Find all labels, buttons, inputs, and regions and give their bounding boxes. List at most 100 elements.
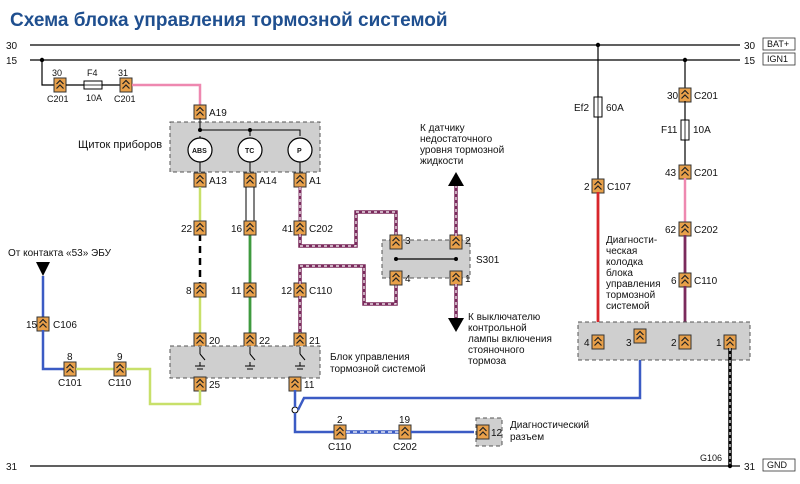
dlc-pin-2-label: 2 [671, 338, 677, 349]
cluster-pin2 [243, 172, 257, 188]
rail-bat-left-label: 30 [6, 41, 18, 52]
ground-label: G106 [700, 453, 722, 463]
diag-conn-pin-label: 12 [491, 428, 503, 439]
chain-pin-41-label: 41 [282, 224, 294, 235]
module-label-line2: тормозной системой [330, 364, 426, 375]
brake-lamp-label: P [297, 148, 302, 155]
cluster-pin-top-label: A19 [209, 108, 227, 119]
ecu-pin-15-label: 15 [26, 320, 38, 331]
dlc-label-line5: управления [606, 279, 661, 290]
diag-label-line1: Диагностический [510, 420, 589, 431]
f11-pin-30 [678, 87, 692, 103]
splice-name: S301 [476, 255, 500, 266]
f11-pin-6 [678, 272, 692, 288]
ecu-c106-label: C106 [53, 320, 77, 331]
ign-tag: IGN1 [767, 54, 788, 64]
rail-bat-right-label: 30 [744, 41, 756, 52]
diag-pin-2-label: 2 [337, 415, 343, 426]
chain-pin-16-label: 16 [231, 224, 243, 235]
switch-note-line3: лампы включения [468, 334, 552, 345]
wire-purple-lower [298, 264, 398, 306]
ecu-pin-9-label: 9 [117, 352, 123, 363]
splice-pin-2-label: 2 [465, 236, 471, 247]
ef2-pin-2-label: 2 [584, 182, 590, 193]
sensor-note-line4: жидкости [420, 156, 463, 167]
switch-note-line1: К выключателю [468, 312, 541, 323]
cluster-pin1-label: A13 [209, 176, 227, 187]
dlc-label-line6: тормозной [606, 290, 655, 301]
f11-pin-6-label: 6 [671, 276, 677, 287]
f4-conn-left-label: C201 [47, 94, 69, 104]
module-pin-22 [243, 332, 257, 348]
chain-c202-label: C202 [309, 224, 333, 235]
dlc-label-line3: колодка [606, 257, 644, 268]
f11-rating: 10A [693, 125, 711, 136]
gnd-tag-box [762, 458, 796, 472]
dlc-pin-1 [723, 334, 737, 350]
module-pin-21 [293, 332, 307, 348]
ef2-rating: 60A [606, 103, 624, 114]
bat-tag: BAT+ [767, 39, 789, 49]
module-pin-11-label: 11 [304, 380, 315, 391]
dlc-pin-3 [633, 328, 647, 344]
rail-ign-right-label: 15 [744, 56, 756, 67]
dlc-pin-4-label: 4 [584, 338, 590, 349]
f4-pin-right: 31 [118, 68, 128, 78]
diagram-title: Схема блока управления тормозной системо… [10, 10, 448, 31]
chain-pin-8-label: 8 [186, 286, 192, 297]
splice-pin-4-label: 4 [405, 274, 411, 285]
f4-pin-left: 30 [52, 68, 62, 78]
arrow-down-icon [448, 318, 464, 332]
dlc-pin-1-label: 1 [716, 338, 722, 349]
f4-conn-right [119, 77, 133, 93]
splice-pin-3 [389, 234, 403, 250]
splice-pin-1-label: 1 [465, 274, 471, 285]
diag-label-line2: разъем [510, 432, 544, 443]
ecu-pin-15 [36, 316, 50, 332]
splice-junction-right [454, 257, 458, 261]
junction-gnd [727, 463, 733, 469]
cluster-label: Щиток приборов [78, 139, 162, 151]
cluster-pin3 [293, 172, 307, 188]
diag-pin-19 [398, 424, 412, 440]
module-pin-25-label: 25 [209, 380, 221, 391]
f11-pin-43-label: 43 [665, 168, 677, 179]
diag-conn-pin [476, 424, 490, 440]
f4-rating: 10A [86, 93, 102, 103]
dlc-pin-3-label: 3 [626, 338, 632, 349]
module-switch-icons [195, 347, 306, 370]
chain-pin-16 [243, 220, 257, 236]
ecu-pin-8-label: 8 [67, 352, 73, 363]
splice-pin-1 [449, 270, 463, 286]
dlc-pin-4 [591, 334, 605, 350]
f11-c110-label: C110 [694, 276, 718, 287]
dlc-pin-2 [678, 334, 692, 350]
splice-pin-3-label: 3 [405, 236, 411, 247]
dlc-box [577, 321, 751, 361]
module-label-line1: Блок управления [330, 352, 410, 363]
rail-gnd-left-label: 31 [6, 462, 18, 473]
ecu-c101-label: C101 [58, 378, 82, 389]
f11-pin-62-label: 62 [665, 225, 677, 236]
cluster-pin-top [193, 104, 207, 120]
chain-pin-11 [243, 282, 257, 298]
chain-pin-22 [193, 220, 207, 236]
diag-pin-2 [333, 424, 347, 440]
gnd-tag: GND [767, 460, 788, 470]
f11-c201a-label: C201 [694, 91, 718, 102]
module-pin-20 [193, 332, 207, 348]
ef2-pin-2 [591, 178, 605, 194]
ecu-pin-9 [113, 361, 127, 377]
wire-pink-cluster [132, 83, 202, 106]
wire-ecu-blue-2 [41, 330, 64, 371]
wire-blue-dlc [296, 342, 642, 411]
cluster-junction-1 [198, 128, 202, 132]
wire-ign-f4 [41, 60, 54, 86]
cluster-junction-2 [248, 128, 252, 132]
wire-purple-upper [298, 210, 398, 248]
rail-ign-left-label: 15 [6, 56, 18, 67]
sensor-note-line3: уровня тормозной [420, 145, 504, 156]
ef2-c107-label: C107 [607, 182, 631, 193]
ecu-pin-8 [63, 361, 77, 377]
